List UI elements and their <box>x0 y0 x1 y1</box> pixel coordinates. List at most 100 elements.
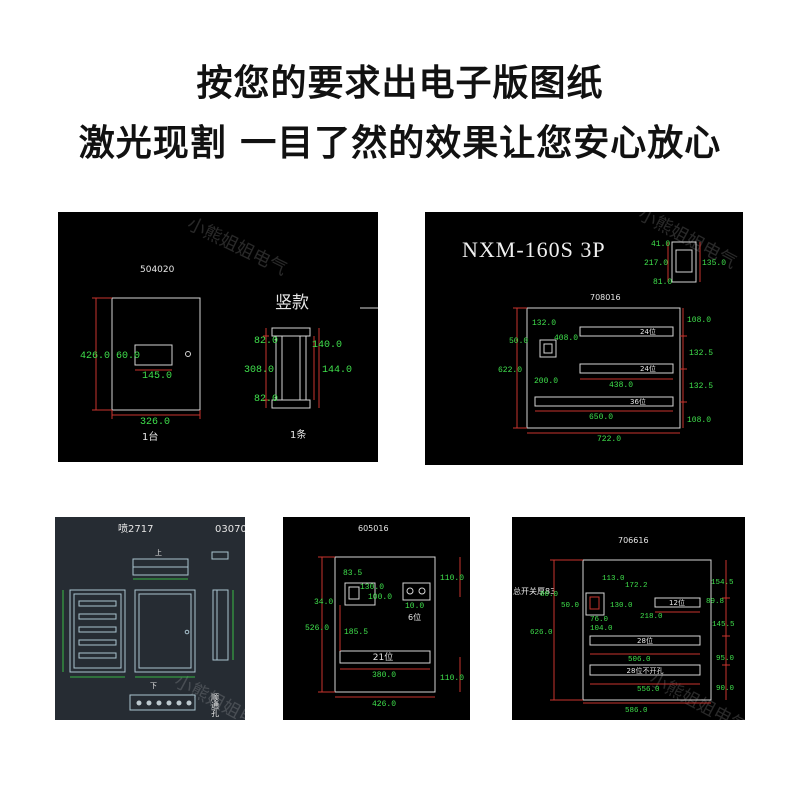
dim-long-bar-width: 650.0 <box>589 413 613 422</box>
model-number: 605016 <box>358 524 389 533</box>
dim-height: 626.0 <box>530 629 553 637</box>
dim-rail-top: 82.0 <box>254 336 278 347</box>
bottom-view-outline <box>129 694 196 711</box>
drawing-panel-605016: 605016 21位 6位 83.5 130.0 100.0 34.0 10.0… <box>283 517 470 720</box>
breaker-inner <box>675 249 693 273</box>
dim-module: 10.0 <box>405 602 424 611</box>
drawing-title: 喷2717 <box>118 523 153 535</box>
module-bar-2-label: 28位 <box>637 636 653 645</box>
dim-bar-width: 380.0 <box>372 671 396 680</box>
model-number: 708016 <box>590 293 621 302</box>
dim-top-1: 113.0 <box>602 575 625 583</box>
panel-with-slots-outline <box>69 589 126 673</box>
module-bar-2 <box>589 635 701 646</box>
main-switch-cutout <box>539 339 557 358</box>
side-view-outline <box>212 589 229 661</box>
dim-breaker-height: 217.0 <box>644 259 668 268</box>
knockout-hole <box>166 700 172 706</box>
dim-height: 526.0 <box>305 624 329 633</box>
dim-right-1: 154.5 <box>711 579 734 587</box>
dim-bar-2-width: 506.0 <box>628 656 651 664</box>
module-slot <box>78 639 117 646</box>
dim-switch-offset: 130.0 <box>610 602 633 610</box>
box-front-outline <box>582 559 712 701</box>
module-bar-1-label: 12位 <box>669 598 685 607</box>
headline-line-1: 按您的要求出电子版图纸 <box>196 63 604 104</box>
knockout-hole <box>176 700 182 706</box>
dim-right-2: 89.8 <box>706 598 724 606</box>
dim-left-offset: 34.0 <box>314 598 333 607</box>
dim-right-2: 132.5 <box>689 349 713 358</box>
module-bar-3-label: 28位不开孔 <box>627 666 664 675</box>
module-hole <box>418 587 426 595</box>
knockout-hole <box>156 700 162 706</box>
module-slot <box>78 626 117 633</box>
breaker-outline <box>671 241 697 283</box>
dim-switch-height: 100.0 <box>368 593 392 602</box>
drawing-code: 03070 <box>215 524 245 535</box>
rail-bottom-bracket <box>271 399 311 409</box>
door-outline <box>134 589 196 673</box>
side-note: 顺通孔 <box>211 693 220 718</box>
dim-rail-inner: 140.0 <box>312 340 342 351</box>
door-inner <box>138 593 192 669</box>
module-hole <box>406 587 414 595</box>
module-bar-2 <box>579 363 674 374</box>
dim-width: 326.0 <box>140 417 170 428</box>
module-slot <box>78 600 117 607</box>
box-front-outline <box>526 307 681 429</box>
dim-rail-bottom: 82.0 <box>254 394 278 405</box>
top-view-label: 上 <box>155 548 162 557</box>
dim-bar-offset: 408.0 <box>554 334 578 343</box>
main-switch-cutout <box>344 582 376 606</box>
main-switch-inner <box>348 586 360 600</box>
dim-window-width: 145.0 <box>142 371 172 382</box>
box-front-outline <box>334 556 436 693</box>
bottom-view-label: 下 <box>150 682 157 690</box>
module-bar-3 <box>589 664 701 676</box>
dim-right-5: 90.0 <box>716 685 735 693</box>
main-switch-inner <box>589 596 600 610</box>
dim-height: 426.0 <box>80 351 110 362</box>
module-slot <box>78 652 117 659</box>
dim-right-4: 108.0 <box>687 416 711 425</box>
switch-note: 总开关厚83 <box>513 586 555 596</box>
dim-switch-height: 76.0 <box>590 616 609 624</box>
dim-right-3: 145.5 <box>712 621 735 629</box>
dim-right-4: 95.0 <box>716 655 735 663</box>
module-bar-2-label: 24位 <box>640 364 656 373</box>
dim-top-offset: 83.5 <box>343 569 362 578</box>
module-bar-1-label: 24位 <box>640 327 656 336</box>
module-bar-1 <box>654 597 701 608</box>
dim-switch-width: 200.0 <box>534 377 558 386</box>
dim-height: 622.0 <box>498 366 522 375</box>
dim-bar-offset: 185.5 <box>344 628 368 637</box>
drawing-panel-2717: 小熊姐姐电气 喷2717 03070 上 下 顺通孔 <box>55 517 245 720</box>
knockout-hole <box>146 700 152 706</box>
knockout-hole <box>186 700 192 706</box>
dim-rail-outer: 144.0 <box>322 365 352 376</box>
dim-right-1: 108.0 <box>687 316 711 325</box>
dim-switch-width: 50.0 <box>561 602 580 610</box>
dim-window-offset: 60.0 <box>116 351 140 362</box>
dim-breaker-bottom: 81.0 <box>653 278 672 287</box>
qty-box: 1台 <box>142 430 158 443</box>
drawing-2717-svg: 小熊姐姐电气 喷2717 03070 上 下 顺通孔 <box>62 523 245 720</box>
rail-top-bracket <box>271 327 311 337</box>
module-bar-label: 21位 <box>373 651 393 663</box>
model-number: 504020 <box>140 265 175 275</box>
dim-width: 722.0 <box>597 435 621 444</box>
module-bar-1 <box>579 326 674 337</box>
dim-width: 426.0 <box>372 700 396 709</box>
breaker-model-title: NXM-160S 3P <box>462 237 606 262</box>
dim-switch: 50.0 <box>509 337 528 346</box>
drawing-605016-svg: 605016 21位 6位 83.5 130.0 100.0 34.0 10.0… <box>305 524 464 709</box>
dim-top-offset: 132.0 <box>532 319 556 328</box>
drawing-706616-svg: 小熊姐姐电气 706616 总开关厚83 12位 28位 28位不开孔 80.0… <box>513 536 745 720</box>
dim-right-3: 132.5 <box>689 382 713 391</box>
module-label: 6位 <box>408 612 421 622</box>
module-bar <box>339 650 431 664</box>
rail-body <box>275 335 307 401</box>
orientation-label: 竖款 <box>275 293 309 313</box>
dim-rail-length: 308.0 <box>244 365 274 376</box>
